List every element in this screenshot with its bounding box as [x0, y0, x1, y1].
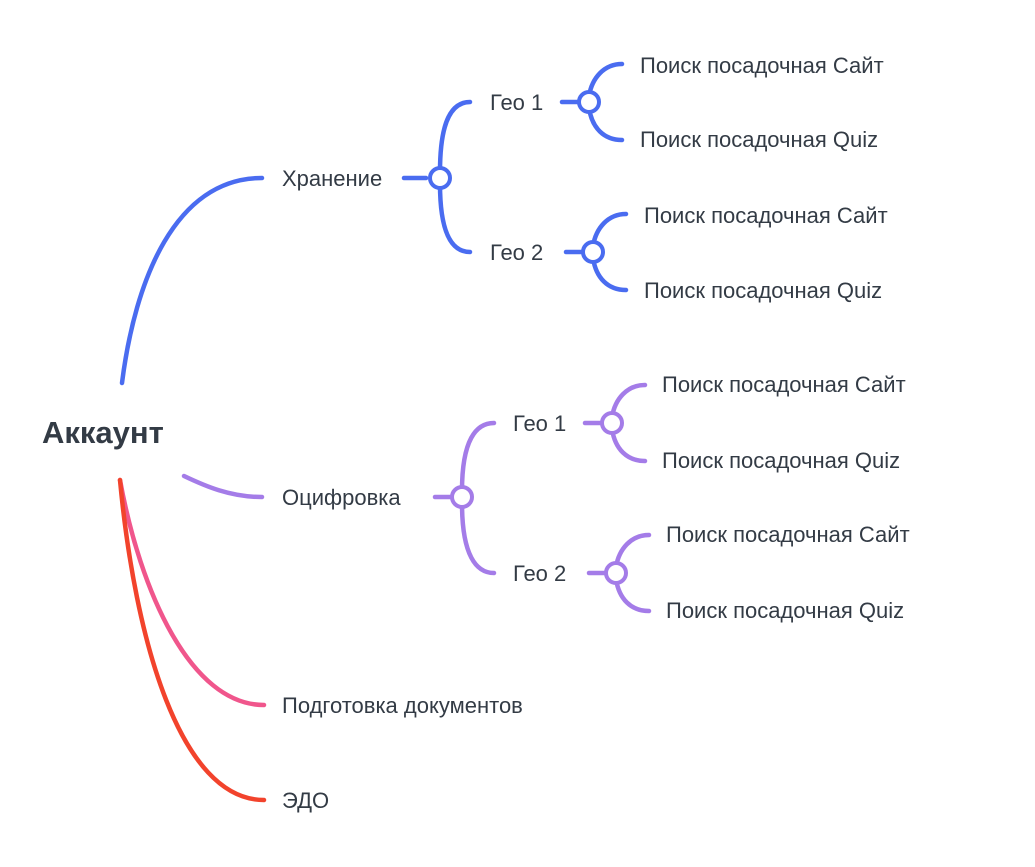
branch-digitization-label[interactable]: Оцифровка: [282, 485, 401, 510]
branch-documents-label[interactable]: Подготовка документов: [282, 693, 523, 718]
digitization-collapse-toggle[interactable]: [450, 485, 474, 509]
storage-geo2-collapse-toggle[interactable]: [581, 240, 605, 264]
digitization-geo1-label[interactable]: Гео 1: [513, 411, 566, 436]
digitization-geo2-collapse-toggle[interactable]: [604, 561, 628, 585]
edge-root-edo: [117, 477, 267, 803]
edge-root-storage: [119, 175, 265, 386]
storage-geo1-collapse-toggle[interactable]: [577, 90, 601, 114]
storage-collapse-toggle[interactable]: [428, 166, 452, 190]
storage-geo2-leaf-site[interactable]: Поиск посадочная Сайт: [644, 203, 888, 228]
digitization-geo2-leaf-site[interactable]: Поиск посадочная Сайт: [666, 522, 910, 547]
edge-root-digitization: [181, 473, 265, 500]
branch-storage-label[interactable]: Хранение: [282, 166, 382, 191]
storage-geo2-label[interactable]: Гео 2: [490, 240, 543, 265]
storage-geo2-leaf-quiz[interactable]: Поиск посадочная Quiz: [644, 278, 882, 303]
digitization-geo1-leaf-quiz[interactable]: Поиск посадочная Quiz: [662, 448, 900, 473]
digitization-geo2-leaf-quiz[interactable]: Поиск посадочная Quiz: [666, 598, 904, 623]
edge-root-documents: [117, 477, 267, 708]
edge-digitization-geo1: [459, 420, 497, 494]
root-node-label[interactable]: Аккаунт: [42, 415, 164, 450]
storage-geo1-leaf-site[interactable]: Поиск посадочная Сайт: [640, 53, 884, 78]
storage-geo1-label[interactable]: Гео 1: [490, 90, 543, 115]
storage-geo1-leaf-quiz[interactable]: Поиск посадочная Quiz: [640, 127, 878, 152]
branch-edo-label[interactable]: ЭДО: [282, 788, 329, 813]
digitization-geo1-collapse-toggle[interactable]: [600, 411, 624, 435]
edge-digitization-geo2: [459, 500, 497, 576]
edge-storage-geo1: [437, 99, 473, 175]
digitization-geo1-leaf-site[interactable]: Поиск посадочная Сайт: [662, 372, 906, 397]
digitization-geo2-label[interactable]: Гео 2: [513, 561, 566, 586]
edge-storage-geo2: [437, 181, 473, 255]
